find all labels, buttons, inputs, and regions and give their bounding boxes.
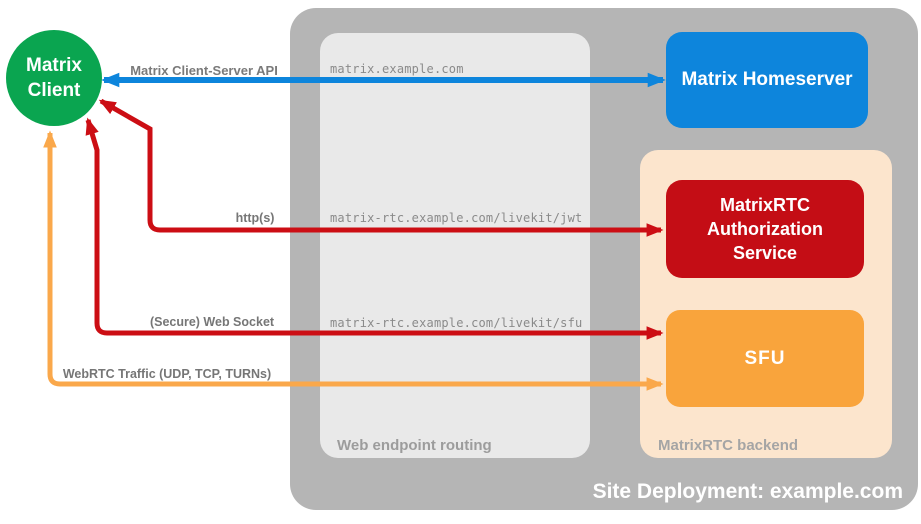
matrixrtc-backend-caption: MatrixRTC backend [658, 437, 799, 454]
client-server-api-arrow-label: Matrix Client-Server API [130, 63, 278, 78]
matrix-client-label: Matrix Client [26, 55, 82, 101]
endpoint-livekit-sfu: matrix-rtc.example.com/livekit/sfu [330, 316, 583, 330]
matrix-homeserver-node: Matrix Homeserver [666, 32, 868, 128]
endpoint-livekit-jwt: matrix-rtc.example.com/livekit/jwt [330, 211, 583, 225]
endpoint-matrix-host: matrix.example.com [330, 62, 464, 76]
matrix-client-node: Matrix Client [6, 30, 102, 126]
web-endpoint-routing-caption: Web endpoint routing [337, 437, 492, 454]
web-endpoint-routing-box [320, 33, 590, 458]
site-deployment-caption: Site Deployment: example.com [592, 480, 903, 503]
webrtc-traffic-arrow-label: WebRTC Traffic (UDP, TCP, TURNs) [62, 367, 272, 381]
sfu-node: SFU [666, 310, 864, 407]
matrixrtc-auth-service-node: MatrixRTC Authorization Service [666, 180, 864, 278]
matrix-homeserver-label: Matrix Homeserver [681, 69, 853, 90]
https-arrow-label: http(s) [235, 211, 275, 225]
matrixrtc-auth-service-label: MatrixRTC Authorization Service [707, 195, 823, 263]
web-socket-arrow-label: (Secure) Web Socket [149, 315, 275, 329]
sfu-label: SFU [744, 347, 786, 369]
